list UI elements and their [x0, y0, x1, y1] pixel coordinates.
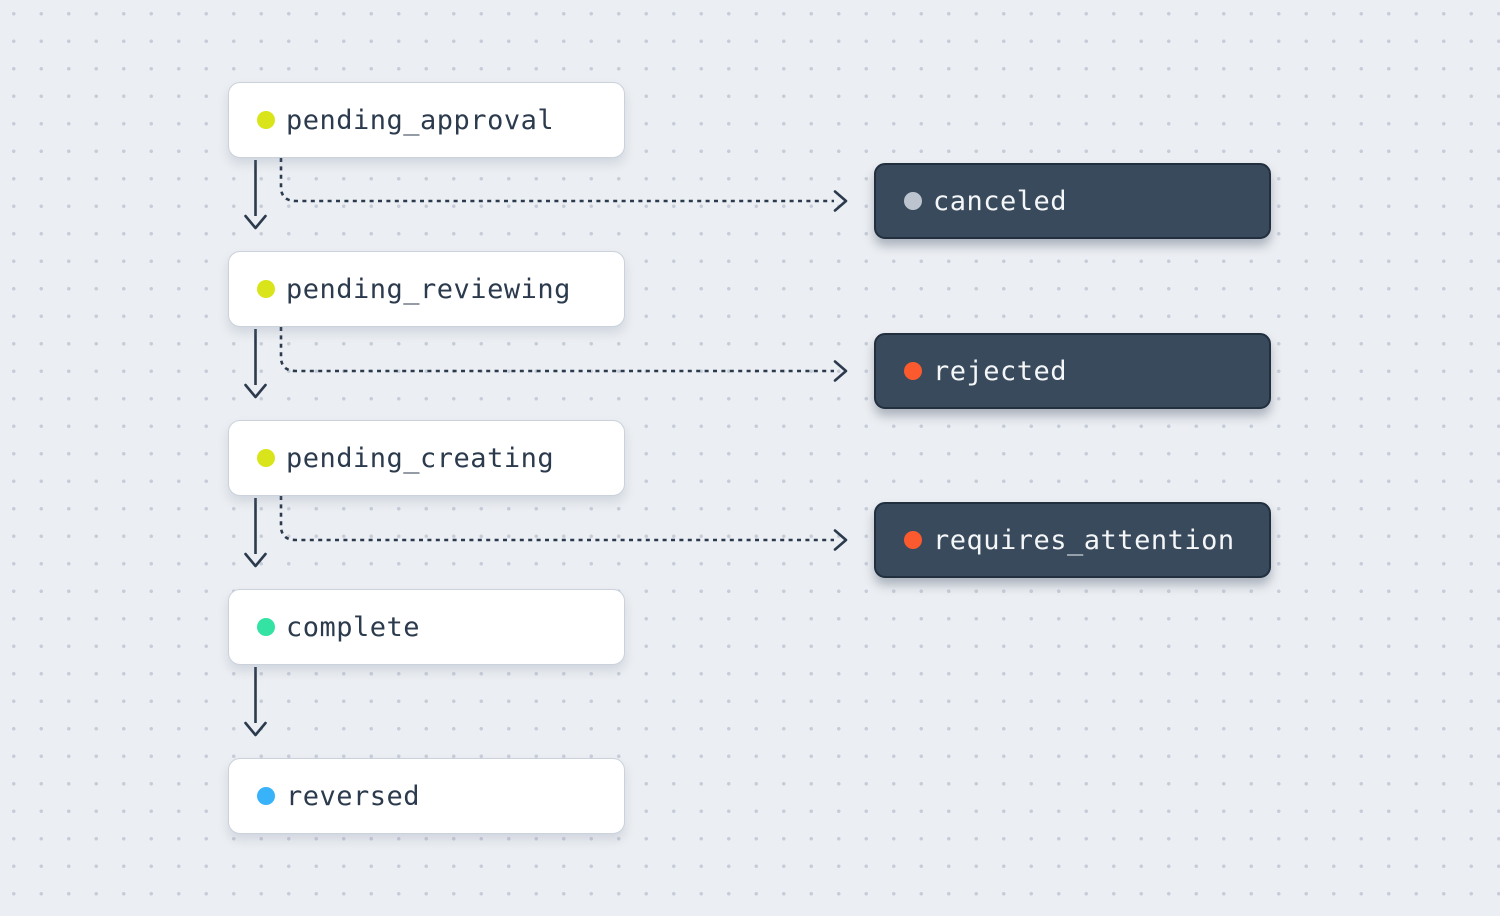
state-node-reversed[interactable]: reversed: [228, 758, 625, 834]
state-node-pending_approval[interactable]: pending_approval: [228, 82, 625, 158]
status-dot-pending_creating: [257, 449, 275, 467]
edge-pending_creating-to-requires_attention: [279, 496, 834, 542]
edge-pending_creating-to-complete-arrowhead: [244, 552, 267, 568]
edge-complete-to-reversed-arrowhead: [244, 721, 267, 737]
state-label: requires_attention: [933, 524, 1235, 556]
state-label: pending_approval: [286, 104, 555, 136]
state-node-pending_reviewing[interactable]: pending_reviewing: [228, 251, 625, 327]
status-dot-reversed: [257, 787, 275, 805]
status-dot-complete: [257, 618, 275, 636]
status-dot-pending_reviewing: [257, 280, 275, 298]
state-label: canceled: [933, 185, 1068, 217]
state-label: pending_creating: [286, 442, 555, 474]
state-node-canceled[interactable]: canceled: [874, 163, 1271, 239]
state-node-complete[interactable]: complete: [228, 589, 625, 665]
state-node-requires_attention[interactable]: requires_attention: [874, 502, 1271, 578]
edge-pending_approval-to-canceled: [279, 158, 834, 203]
edge-pending_approval-to-canceled-arrowhead: [833, 190, 848, 212]
edge-pending_creating-to-requires_attention-arrowhead: [833, 529, 848, 551]
edge-pending_reviewing-to-pending_creating-arrowhead: [244, 383, 267, 399]
status-dot-rejected: [904, 362, 922, 380]
edge-pending_reviewing-to-rejected-arrowhead: [833, 360, 848, 382]
state-label: complete: [286, 611, 421, 643]
state-node-rejected[interactable]: rejected: [874, 333, 1271, 409]
state-label: pending_reviewing: [286, 273, 571, 305]
state-label: rejected: [933, 355, 1068, 387]
status-dot-canceled: [904, 192, 922, 210]
status-dot-pending_approval: [257, 111, 275, 129]
edge-pending_reviewing-to-rejected: [279, 327, 834, 373]
status-dot-requires_attention: [904, 531, 922, 549]
state-label: reversed: [286, 780, 421, 812]
edge-pending_approval-to-pending_reviewing-arrowhead: [244, 214, 267, 230]
state-node-pending_creating[interactable]: pending_creating: [228, 420, 625, 496]
